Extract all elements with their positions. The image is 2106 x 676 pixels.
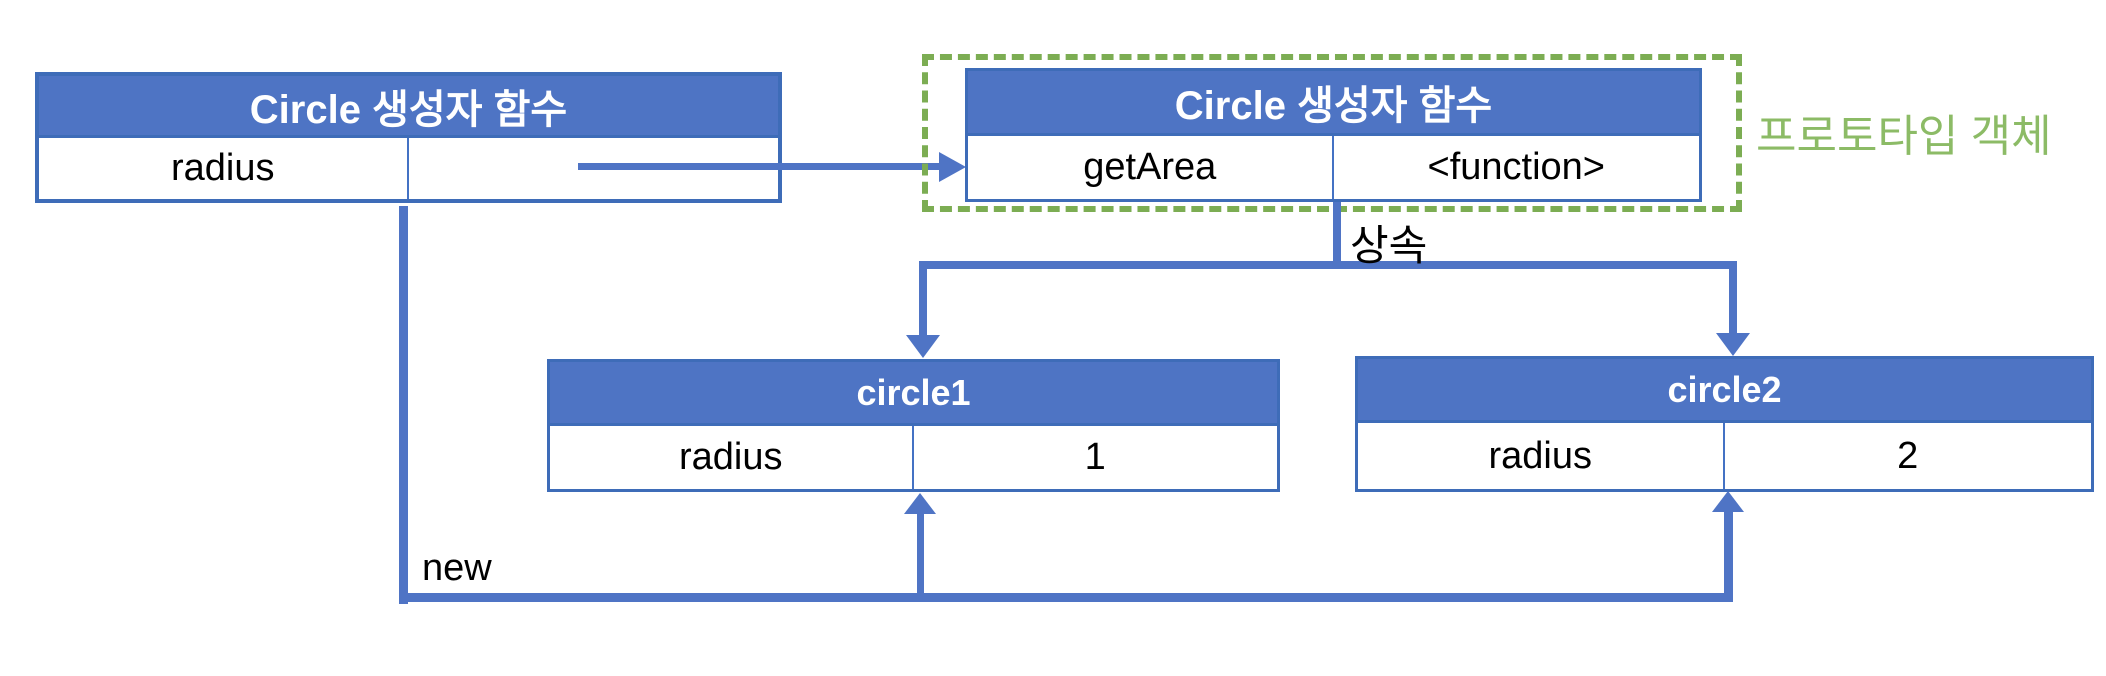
inheritance-arrowhead-circle2-icon	[1716, 333, 1750, 356]
new-vertical-line	[399, 206, 408, 604]
circle2-property-name: radius	[1358, 423, 1725, 489]
prototype-dashed-region	[922, 54, 1742, 212]
new-arrowhead-circle1-icon	[904, 493, 936, 514]
new-horizontal-line	[399, 593, 1733, 602]
new-arrowhead-circle2-icon	[1712, 491, 1744, 512]
new-line-to-circle2	[1724, 511, 1733, 593]
prototype-method-name: getArea	[968, 136, 1334, 199]
circle1-property-value: 1	[1084, 436, 1106, 478]
constructor-function-box: Circle 생성자 함수 radius	[35, 72, 782, 203]
inheritance-label: 상속	[1350, 222, 1428, 269]
constructor-property-name: radius	[39, 138, 409, 199]
constructor-function-title: Circle 생성자 함수	[39, 76, 778, 138]
prototype-object-body: getArea <function>	[968, 136, 1699, 199]
new-line-to-circle1	[917, 513, 924, 593]
circle1-body: radius 1	[550, 426, 1277, 489]
circle1-title: circle1	[550, 362, 1277, 426]
inheritance-arrowhead-circle1-icon	[906, 335, 940, 358]
inheritance-line-to-circle2	[1729, 261, 1737, 335]
prototype-method-value: <function>	[1427, 146, 1605, 188]
inheritance-stem-line	[1333, 202, 1341, 269]
circle1-property-name: radius	[550, 426, 914, 489]
inheritance-line-to-circle1	[919, 261, 927, 337]
circle2-title: circle2	[1358, 359, 2091, 423]
circle2-property-value: 2	[1897, 434, 1919, 477]
constructor-to-prototype-arrow-line	[578, 163, 942, 170]
constructor-to-prototype-arrowhead-icon	[939, 152, 966, 182]
prototype-object-title: Circle 생성자 함수	[968, 71, 1699, 136]
inheritance-horizontal-line	[919, 261, 1737, 269]
prototype-object-box: Circle 생성자 함수 getArea <function>	[965, 68, 1702, 202]
circle2-body: radius 2	[1358, 423, 2091, 489]
constructor-function-body: radius	[39, 138, 778, 199]
new-label: new	[422, 547, 492, 589]
circle2-instance-box: circle2 radius 2	[1355, 356, 2094, 492]
prototype-region-label: 프로토타입 객체	[1756, 112, 2052, 161]
circle1-instance-box: circle1 radius 1	[547, 359, 1280, 492]
